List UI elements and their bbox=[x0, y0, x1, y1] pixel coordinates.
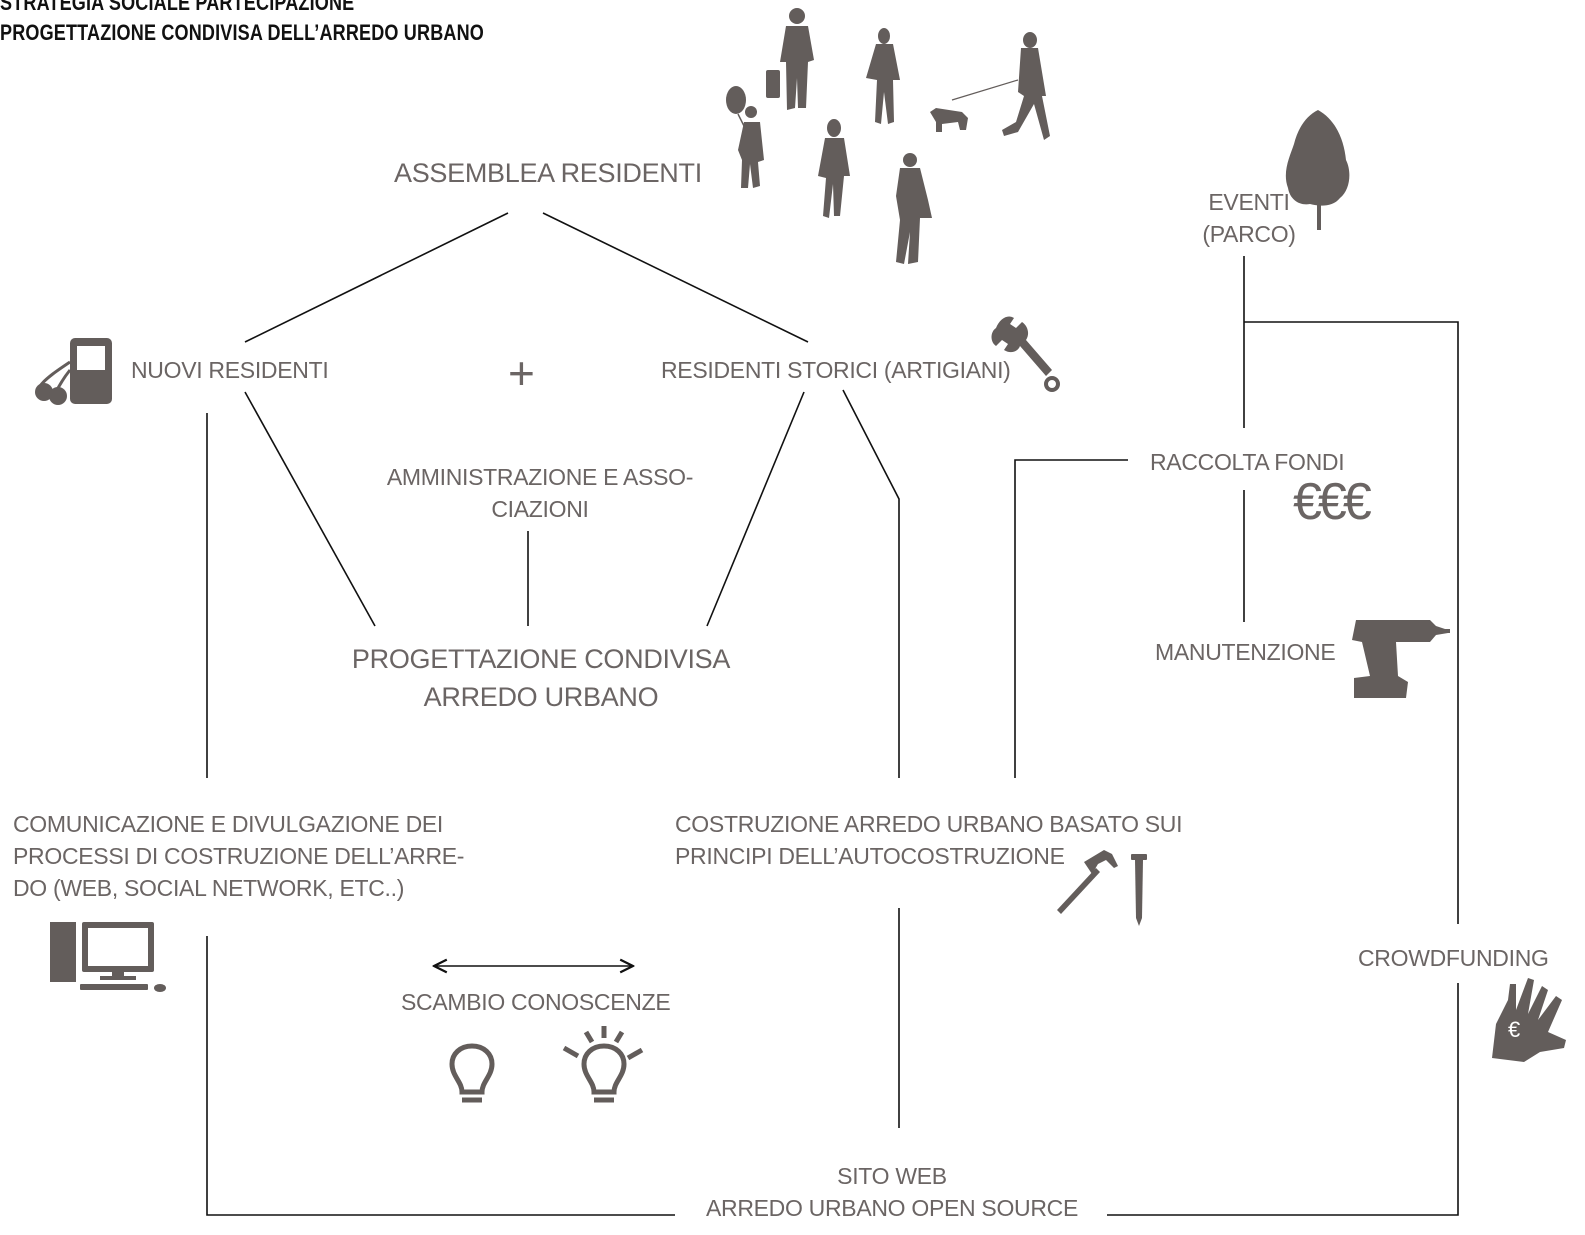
comunicazione-line-1: COMUNICAZIONE E DIVULGAZIONE DEI bbox=[13, 811, 444, 837]
screw-icon bbox=[1131, 854, 1147, 926]
node-manutenzione: MANUTENZIONE bbox=[1155, 639, 1336, 665]
hand-euro-sign: € bbox=[1508, 1017, 1520, 1042]
lightbulb-off-icon bbox=[449, 1043, 495, 1103]
node-costruzione: COSTRUZIONE ARREDO URBANO BASATO SUI PRI… bbox=[675, 808, 1183, 872]
euro-symbols: €€€ bbox=[1293, 473, 1372, 531]
node-raccolta-fondi: RACCOLTA FONDI bbox=[1150, 449, 1345, 475]
node-assemblea-residenti: ASSEMBLEA RESIDENTI bbox=[394, 158, 702, 188]
drill-icon bbox=[1352, 620, 1450, 698]
sito-web-line-1: SITO WEB bbox=[837, 1163, 947, 1189]
eventi-line-2: (PARCO) bbox=[1202, 221, 1296, 247]
eventi-line-1: EVENTI bbox=[1208, 189, 1290, 215]
node-eventi-parco: EVENTI (PARCO) bbox=[1184, 186, 1314, 250]
costruzione-line-2: PRINCIPI DELL’AUTOCOSTRUZIONE bbox=[675, 843, 1065, 869]
lightbulb-on-icon bbox=[562, 1026, 644, 1103]
node-residenti-storici: RESIDENTI STORICI (ARTIGIANI) bbox=[661, 357, 1011, 383]
wrench-icon bbox=[991, 316, 1060, 392]
header-line-1: STRATEGIA SOCIALE PARTECIPAZIONE bbox=[0, 0, 355, 15]
diagram-header: STRATEGIA SOCIALE PARTECIPAZIONE PROGETT… bbox=[0, 0, 484, 48]
node-scambio-conoscenze: SCAMBIO CONOSCENZE bbox=[401, 989, 671, 1015]
progettazione-line-1: PROGETTAZIONE CONDIVISA bbox=[351, 644, 731, 674]
people-silhouettes-icon bbox=[726, 8, 1050, 264]
line-assemblea-storici bbox=[542, 212, 809, 343]
sito-web-line-2: ARREDO URBANO OPEN SOURCE bbox=[705, 1195, 1079, 1221]
music-player-icon bbox=[35, 338, 112, 405]
line-storici-progettazione bbox=[706, 391, 805, 627]
amministrazione-line-2: CIAZIONI bbox=[491, 496, 589, 522]
plus-sign: + bbox=[508, 347, 535, 399]
line-nuovi-progettazione bbox=[244, 391, 376, 627]
node-progettazione-condivisa: PROGETTAZIONE CONDIVISA ARREDO URBANO bbox=[330, 640, 752, 716]
line-raccolta-costruzione bbox=[1014, 459, 1128, 778]
line-crowdfunding-sitoweb bbox=[1107, 983, 1459, 1216]
comunicazione-line-3: DO (WEB, SOCIAL NETWORK, ETC..) bbox=[13, 875, 405, 901]
node-nuovi-residenti: NUOVI RESIDENTI bbox=[131, 357, 329, 383]
line-assemblea-nuovi bbox=[244, 212, 509, 343]
node-sito-web: SITO WEB ARREDO URBANO OPEN SOURCE bbox=[690, 1160, 1094, 1224]
desktop-computer-icon bbox=[50, 922, 166, 992]
node-comunicazione: COMUNICAZIONE E DIVULGAZIONE DEI PROCESS… bbox=[13, 808, 464, 904]
hand-euro-icon bbox=[1492, 978, 1566, 1062]
hammer-icon bbox=[1057, 850, 1118, 914]
line-storici-costruzione bbox=[842, 389, 900, 778]
node-amministrazione: AMMINISTRAZIONE E ASSO- CIAZIONI bbox=[370, 461, 710, 525]
line-eventi-crowdfunding bbox=[1244, 321, 1459, 924]
comunicazione-line-2: PROCESSI DI COSTRUZIONE DELL’ARRE- bbox=[13, 843, 465, 869]
header-line-2: PROGETTAZIONE CONDIVISA DELL’ARREDO URBA… bbox=[0, 20, 484, 45]
line-comunicazione-sitoweb bbox=[206, 936, 675, 1216]
progettazione-line-2: ARREDO URBANO bbox=[423, 682, 659, 712]
node-crowdfunding: CROWDFUNDING bbox=[1358, 945, 1549, 971]
tree-icon bbox=[1285, 110, 1350, 230]
amministrazione-line-1: AMMINISTRAZIONE E ASSO- bbox=[386, 464, 694, 490]
costruzione-line-1: COSTRUZIONE ARREDO URBANO BASATO SUI bbox=[675, 811, 1183, 837]
